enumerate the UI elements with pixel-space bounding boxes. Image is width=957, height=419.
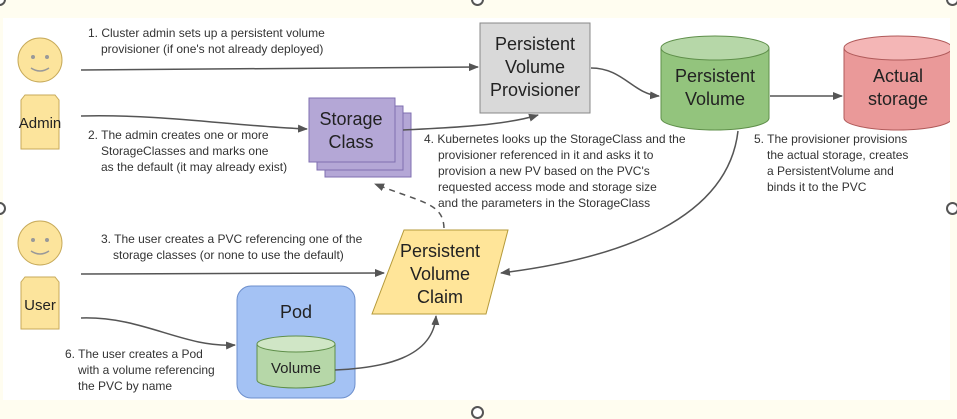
pv-line-2: Volume (685, 89, 745, 109)
resize-handle-bottom[interactable] (471, 406, 484, 419)
provisioner-line-1: Persistent (495, 34, 575, 54)
actual-storage-node[interactable]: Actual storage (843, 35, 950, 131)
admin-head-icon (17, 37, 63, 83)
svg-text:provision a new PV based on th: provision a new PV based on the PVC's (438, 164, 650, 178)
svg-text:the actual storage, creates: the actual storage, creates (767, 148, 908, 162)
persistent-volume-node[interactable]: Persistent Volume (660, 35, 770, 131)
pod-node[interactable]: Pod Volume (236, 285, 356, 399)
svg-text:binds it to the PVC: binds it to the PVC (767, 180, 867, 194)
actual-storage-line-1: Actual (873, 66, 923, 86)
svg-text:provisioner referenced in it a: provisioner referenced in it and asks it… (438, 148, 654, 162)
svg-text:3. The user creates a PVC refe: 3. The user creates a PVC referencing on… (101, 232, 363, 246)
svg-text:2. The admin creates one or mo: 2. The admin creates one or more (88, 128, 269, 142)
step-3-text: 3. The user creates a PVC referencing on… (101, 232, 363, 262)
arrow-user-to-pvc (80, 269, 385, 278)
resize-handle-top[interactable] (471, 0, 484, 6)
user-head-icon (17, 220, 63, 266)
storage-class-node[interactable]: Storage Class (308, 97, 412, 178)
step-2-text: 2. The admin creates one or more Storage… (88, 128, 287, 174)
resize-handle-top-right[interactable] (946, 0, 957, 6)
svg-text:provisioner (if one's not alre: provisioner (if one's not already deploy… (101, 42, 323, 56)
storage-class-line-1: Storage (319, 109, 382, 129)
diagram-canvas: Admin User Storage Class Persistent Volu… (3, 18, 950, 400)
volume-node[interactable]: Volume (256, 335, 336, 389)
pvc-line-2: Volume (410, 264, 470, 284)
arrow-user-to-pod (80, 317, 236, 350)
user-actor: User (17, 220, 63, 330)
admin-actor: Admin (17, 37, 63, 150)
user-label: User (24, 297, 56, 314)
svg-text:as the default (it may already: as the default (it may already exist) (101, 160, 287, 174)
admin-label: Admin (19, 115, 62, 132)
pod-label: Pod (280, 302, 312, 322)
admin-body (20, 94, 60, 150)
volume-label: Volume (271, 360, 321, 377)
svg-text:4. Kubernetes looks up the Sto: 4. Kubernetes looks up the StorageClass … (424, 132, 686, 146)
arrow-pvc-to-storage-class-dashed (374, 183, 445, 229)
pvc-node[interactable]: Persistent Volume Claim (371, 229, 509, 315)
diagram-svg: Admin User Storage Class Persistent Volu… (17, 22, 950, 399)
provisioner-line-2: Volume (505, 57, 565, 77)
svg-text:StorageClasses and marks one: StorageClasses and marks one (101, 144, 269, 158)
svg-text:and the parameters in the Stor: and the parameters in the StorageClass (438, 196, 650, 210)
step-1-text: 1. Cluster admin sets up a persistent vo… (88, 26, 325, 56)
svg-text:with a volume referencing: with a volume referencing (77, 363, 215, 377)
arrow-admin-to-storage-class (80, 115, 308, 133)
pvc-line-1: Persistent (400, 241, 480, 261)
provisioner-node[interactable]: Persistent Volume Provisioner (479, 22, 591, 114)
svg-text:storage classes (or none to us: storage classes (or none to use the defa… (113, 248, 344, 262)
svg-text:5. The provisioner provisions: 5. The provisioner provisions (754, 132, 907, 146)
arrow-provisioner-to-pv (590, 67, 660, 100)
storage-class-line-2: Class (328, 132, 373, 152)
arrow-admin-to-provisioner (80, 63, 479, 72)
user-body (20, 276, 60, 330)
svg-text:6. The user creates a Pod: 6. The user creates a Pod (65, 347, 203, 361)
step-6-text: 6. The user creates a Pod with a volume … (65, 347, 215, 393)
resize-handle-top-left[interactable] (0, 0, 6, 6)
svg-text:a PersistentVolume and: a PersistentVolume and (767, 164, 894, 178)
svg-text:the PVC by name: the PVC by name (78, 379, 172, 393)
pv-line-1: Persistent (675, 66, 755, 86)
svg-text:1. Cluster admin sets up a per: 1. Cluster admin sets up a persistent vo… (88, 26, 325, 40)
arrow-pv-to-pvc (500, 130, 739, 276)
pvc-line-3: Claim (417, 287, 463, 307)
arrow-storage-class-to-provisioner (402, 113, 539, 131)
provisioner-line-3: Provisioner (490, 80, 580, 100)
resize-handle-right[interactable] (946, 202, 957, 215)
step-5-text: 5. The provisioner provisions the actual… (754, 132, 908, 194)
actual-storage-line-2: storage (868, 89, 928, 109)
step-4-text: 4. Kubernetes looks up the StorageClass … (424, 132, 686, 210)
svg-text:requested access mode and stor: requested access mode and storage size (438, 180, 657, 194)
arrow-volume-to-pvc (334, 315, 440, 371)
